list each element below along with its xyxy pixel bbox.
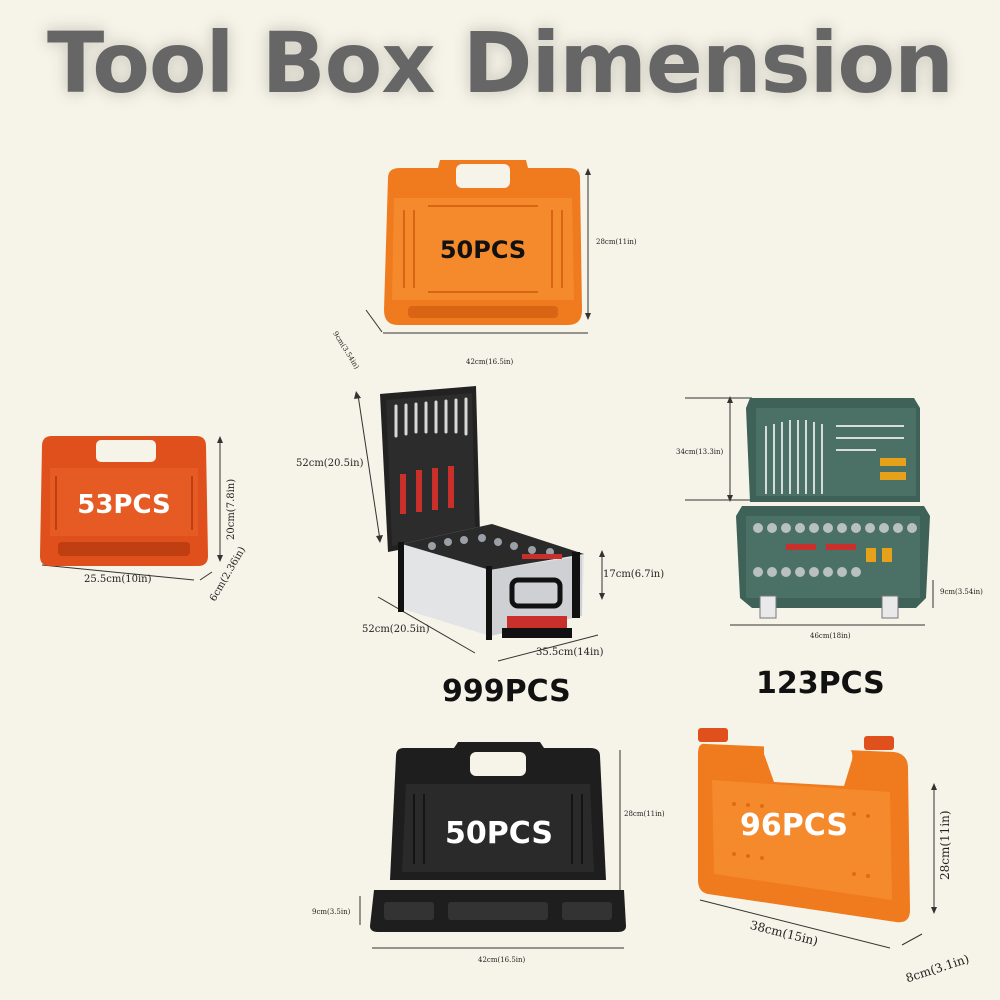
black-depth-dim: 9cm(3.5in) <box>312 908 351 916</box>
left-red-depth-dim: 6cm(2.36in) <box>208 545 249 604</box>
bottom-black-toolbox: 50PCS <box>368 742 630 938</box>
top-orange-toolbox: 50PCS <box>378 160 588 330</box>
top-orange-width-dim: 42cm(16.5in) <box>466 358 514 366</box>
top-orange-depth-dim: 9cm(3.54in) <box>331 330 361 371</box>
page-title: Tool Box Dimension <box>47 14 954 112</box>
green-caption: 123PCS <box>756 666 885 701</box>
bottom-orange-depth-dim: 8cm(3.1in) <box>904 951 971 986</box>
left-red-label: 53PCS <box>77 490 171 520</box>
center-trolley-toolbox <box>372 384 592 644</box>
top-orange-height-dim: 28cm(11in) <box>596 238 637 246</box>
bottom-orange-height-dim: 28cm(11in) <box>938 810 952 880</box>
black-height-dim: 28cm(11in) <box>624 810 665 818</box>
left-red-width-dim: 25.5cm(10in) <box>84 574 152 585</box>
trolley-caption: 999PCS <box>442 674 571 709</box>
left-red-height-dim: 20cm(7.8in) <box>226 478 237 540</box>
bottom-orange-toolbox: 96PCS <box>694 724 916 930</box>
green-width-dim: 46cm(18in) <box>810 632 851 640</box>
left-red-toolbox: 53PCS <box>38 432 210 570</box>
top-orange-label: 50PCS <box>439 236 527 264</box>
trolley-height-dim: 52cm(20.5in) <box>296 458 364 469</box>
trolley-depth-dim: 52cm(20.5in) <box>362 624 430 635</box>
trolley-lower-height-dim: 17cm(6.7in) <box>603 569 665 580</box>
bottom-orange-label: 96PCS <box>740 808 848 843</box>
trolley-width-dim: 35.5cm(14in) <box>536 647 604 658</box>
bottom-black-label: 50PCS <box>445 816 553 851</box>
green-depth-dim: 9cm(3.54in) <box>940 588 983 596</box>
black-width-dim: 42cm(16.5in) <box>478 956 526 964</box>
right-green-toolbox <box>736 398 930 622</box>
green-height-dim: 34cm(13.3in) <box>676 448 724 456</box>
